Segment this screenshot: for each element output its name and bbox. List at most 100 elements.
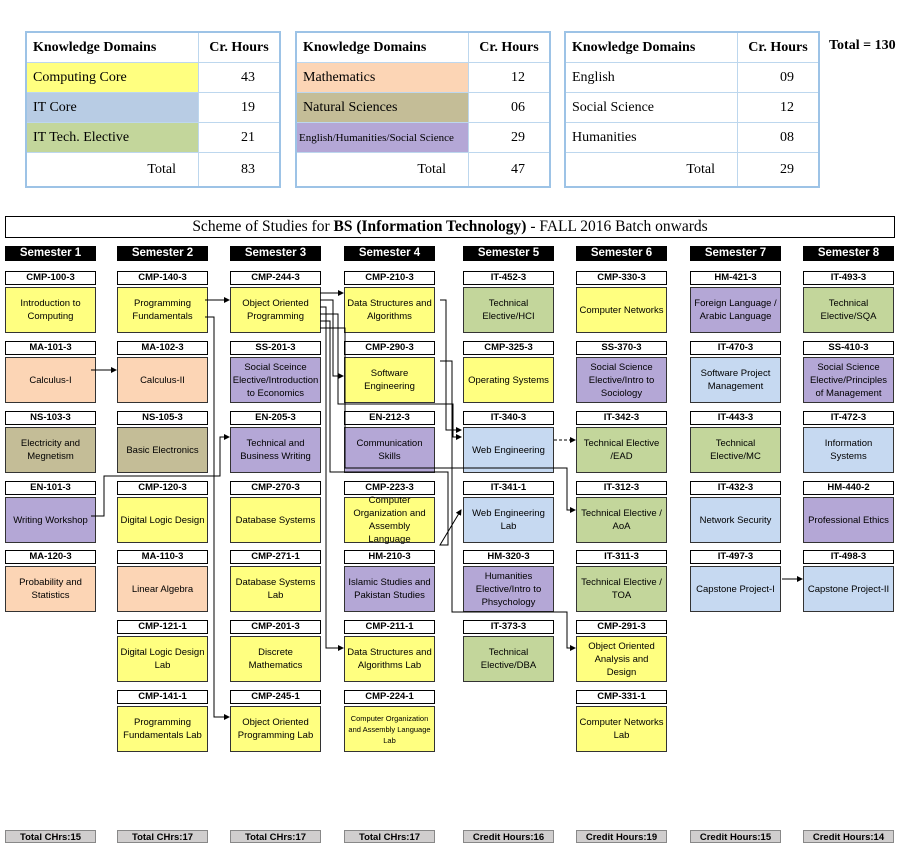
course-code: CMP-211-1 [344,620,435,634]
course-name: Discrete Mathematics [230,636,321,682]
course-code: NS-105-3 [117,411,208,425]
title-prefix: Scheme of Studies for [192,218,334,235]
course-code: MA-110-3 [117,550,208,564]
course-name: Technical Elective/DBA [463,636,554,682]
course-code: SS-370-3 [576,341,667,355]
course-name: Communication Skills [344,427,435,473]
course-code: CMP-244-3 [230,271,321,285]
course-name: Computer Organization and Assembly Langu… [344,495,435,545]
total-label: Total [295,152,469,188]
hours-mathematics: 12 [468,62,551,93]
total-label: Total [564,152,738,188]
semester-total: Credit Hours:15 [690,830,781,843]
course-code: HM-440-2 [803,481,894,495]
grand-total: Total = 130 [829,38,896,53]
hours-english-humanities: 29 [468,122,551,153]
course-name: Technical Elective / AoA [576,497,667,543]
course-code: EN-101-3 [5,481,96,495]
course-name: Capstone Project-II [803,566,894,612]
course-code: CMP-245-1 [230,690,321,704]
domain-it-tech-elective: IT Tech. Elective [25,122,199,153]
course-name: Information Systems [803,427,894,473]
course-code: CMP-201-3 [230,620,321,634]
course-name: Probability and Statistics [5,566,96,612]
course-code: IT-432-3 [690,481,781,495]
course-code: IT-452-3 [463,271,554,285]
total-hours: 29 [737,152,820,188]
course-code: IT-342-3 [576,411,667,425]
semester-header: Semester 3 [230,246,321,261]
course-name: Digital Logic Design [117,497,208,543]
header-domain: Knowledge Domains [564,31,738,63]
course-name: Professional Ethics [803,497,894,543]
domain-computing-core: Computing Core [25,62,199,93]
course-name: Social Science Elective/Principles of Ma… [803,357,894,403]
header-domain: Knowledge Domains [25,31,199,63]
knowledge-table-2: Knowledge Domains Cr. Hours Mathematics … [295,31,551,188]
domain-natural-sciences: Natural Sciences [295,92,469,123]
course-name: Foreign Language / Arabic Language [690,287,781,333]
course-name: Technical and Business Writing [230,427,321,473]
course-name: Data Structures and Algorithms [344,287,435,333]
hours-social-science: 12 [737,92,820,123]
connector-oop-se [320,299,344,379]
course-code: CMP-141-1 [117,690,208,704]
course-code: SS-410-3 [803,341,894,355]
hours-computing-core: 43 [198,62,281,93]
semester-header: Semester 6 [576,246,667,261]
course-code: IT-311-3 [576,550,667,564]
course-name: Technical Elective/SQA [803,287,894,333]
hours-natural-sciences: 06 [468,92,551,123]
course-name: Technical Elective / TOA [576,566,667,612]
semester-header: Semester 8 [803,246,894,261]
course-name: Network Security [690,497,781,543]
course-name: Database Systems [230,497,321,543]
course-code: CMP-330-3 [576,271,667,285]
course-code: IT-340-3 [463,411,554,425]
course-name: Database Systems Lab [230,566,321,612]
course-name: Social Sceince Elective/Introduction to … [230,357,321,403]
course-code: CMP-325-3 [463,341,554,355]
course-code: CMP-290-3 [344,341,435,355]
course-name: Introduction to Computing [5,287,96,333]
total-label: Total [25,152,199,188]
semester-header: Semester 1 [5,246,96,261]
course-name: Programming Fundamentals [117,287,208,333]
course-code: CMP-270-3 [230,481,321,495]
course-name: Computer Organization and Assembly Langu… [344,706,435,752]
semester-total: Total CHrs:17 [344,830,435,843]
header-hours: Cr. Hours [737,31,820,63]
course-code: IT-341-1 [463,481,554,495]
header-hours: Cr. Hours [198,31,281,63]
course-name: Social Science Elective/Intro to Sociolo… [576,357,667,403]
